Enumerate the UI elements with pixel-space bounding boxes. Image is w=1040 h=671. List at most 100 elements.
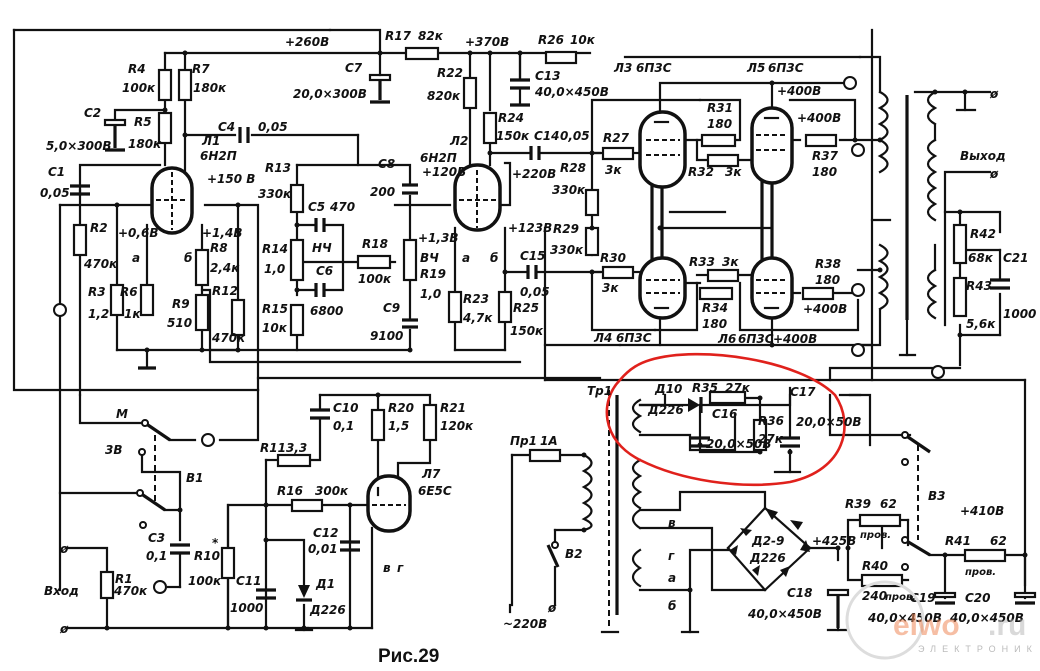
resistor-ref: R3 bbox=[88, 285, 106, 299]
resistor-ref: R19 bbox=[420, 267, 446, 281]
capacitor-c7 bbox=[368, 51, 392, 104]
resistor-value: 82к bbox=[418, 29, 444, 43]
diode-type: Д226 bbox=[647, 403, 684, 417]
tube-type: 6П3С bbox=[636, 61, 672, 75]
resistor-r37 bbox=[804, 133, 838, 148]
capacitor-c6 bbox=[314, 283, 326, 297]
diode-ref: Д2-9 bbox=[751, 534, 784, 548]
resistor-value: 100к bbox=[358, 272, 392, 286]
resistor-r14 bbox=[289, 238, 305, 282]
capacitor-value: 1000 bbox=[1003, 307, 1036, 321]
capacitor-ref: C15 bbox=[520, 249, 546, 263]
capacitor-c17 bbox=[780, 436, 800, 448]
capacitor-value: 0,1 bbox=[333, 419, 354, 433]
capacitor-value: 0,1 bbox=[146, 549, 167, 563]
resistor-ref: R17 bbox=[385, 29, 412, 43]
resistor-note: пров. bbox=[885, 592, 916, 603]
plug-connector bbox=[851, 343, 865, 357]
capacitor-ref: C14 bbox=[534, 129, 560, 143]
tube-ref: Л2 bbox=[449, 134, 468, 148]
switch-b1 bbox=[139, 491, 166, 512]
mains-label: ~220В bbox=[503, 617, 547, 631]
resistor-r21 bbox=[422, 403, 438, 442]
switch-label: В2 bbox=[565, 547, 583, 561]
capacitor-ref: C16 bbox=[712, 407, 738, 421]
capacitor-c21 bbox=[990, 278, 1010, 290]
resistor-value: 180к bbox=[193, 81, 227, 95]
resistor-ref: R2 bbox=[90, 221, 108, 235]
resistor-ref: R38 bbox=[815, 257, 841, 271]
resistor-r22 bbox=[462, 76, 478, 110]
rail-label-400: +400В bbox=[803, 302, 847, 316]
resistor-value: 120к bbox=[440, 419, 474, 433]
resistor-r16 bbox=[290, 498, 324, 513]
capacitor-value: 0,05 bbox=[520, 285, 550, 299]
tube-ref: Л7 bbox=[421, 467, 441, 481]
resistor-ref: R37 bbox=[812, 149, 839, 163]
tube-type: 6Н2П bbox=[420, 151, 457, 165]
resistor-value: 1,0 bbox=[420, 287, 441, 301]
plug-connector bbox=[851, 143, 865, 157]
resistor-ref: R13 bbox=[265, 161, 291, 175]
capacitor-c20 bbox=[1013, 591, 1037, 605]
capacitor-value: 6800 bbox=[310, 304, 343, 318]
resistor-r20 bbox=[370, 408, 386, 442]
resistor-note: пров. bbox=[860, 530, 891, 541]
resistor-r7 bbox=[177, 68, 193, 102]
capacitor-c3 bbox=[170, 543, 190, 555]
resistor-r11 bbox=[276, 453, 312, 468]
diode-d1 bbox=[298, 585, 310, 598]
terminal-output-bottom: ø bbox=[989, 167, 999, 181]
output-transformer bbox=[877, 90, 938, 357]
resistor-r38 bbox=[801, 286, 835, 301]
resistor-r29 bbox=[584, 226, 600, 257]
capacitor-c19 bbox=[933, 591, 957, 605]
resistor-r34 bbox=[698, 286, 734, 301]
fuse-body bbox=[528, 448, 562, 463]
resistor-value: 10к bbox=[262, 321, 288, 335]
resistor-ref: R21 bbox=[440, 401, 466, 415]
resistor-ref: R9 bbox=[172, 297, 190, 311]
capacitor-c10 bbox=[310, 408, 330, 420]
pin-label: г bbox=[397, 561, 404, 575]
capacitor-ref: C17 bbox=[790, 385, 816, 399]
capacitor-value: 20,0×50В bbox=[706, 437, 772, 451]
junction-dots bbox=[104, 50, 1028, 631]
capacitor-c11 bbox=[256, 588, 276, 600]
capacitor-value: 5,0×300В bbox=[46, 139, 112, 153]
watermark-tagline: ЭЛЕКТРОНИК bbox=[918, 644, 1038, 654]
resistor-ref: R12 bbox=[212, 284, 238, 298]
resistor-value: 330к bbox=[552, 183, 586, 197]
capacitor-ref: C20 bbox=[965, 591, 991, 605]
resistor-ref: R5 bbox=[134, 115, 152, 129]
capacitor-c2 bbox=[103, 118, 127, 152]
resistor-value: 150к bbox=[510, 324, 544, 338]
resistor-ref: R22 bbox=[437, 66, 463, 80]
resistor-value: 180 bbox=[707, 117, 732, 131]
resistor-value: 62 bbox=[880, 497, 897, 511]
resistor-value: 150к bbox=[496, 129, 530, 143]
tube-type: 6П3С bbox=[616, 331, 652, 345]
tube-type: 6П3С bbox=[768, 61, 804, 75]
resistor-value: 470к bbox=[211, 331, 246, 345]
resistor-value: 68к bbox=[968, 251, 994, 265]
capacitor-ref: C5 bbox=[308, 200, 325, 214]
resistor-ref: R27 bbox=[603, 131, 630, 145]
capacitor-ref: C6 bbox=[316, 264, 333, 278]
resistor-ref: R18 bbox=[362, 237, 388, 251]
resistor-value: 100к bbox=[188, 574, 222, 588]
resistor-value: 330к bbox=[550, 243, 584, 257]
resistor-ref: R25 bbox=[513, 301, 539, 315]
capacitor-value: 0,05 bbox=[560, 129, 590, 143]
rail-label-120: +120В bbox=[422, 165, 466, 179]
diode-ref: Д10 bbox=[654, 382, 682, 396]
tube-ref: Л5 bbox=[746, 61, 765, 75]
watermark-tld: .ru bbox=[988, 609, 1026, 642]
resistor-r1 bbox=[99, 570, 115, 600]
resistor-value: 180 bbox=[812, 165, 837, 179]
resistor-r17 bbox=[404, 46, 440, 61]
resistor-value: 100к bbox=[122, 81, 156, 95]
tone-control-label: НЧ bbox=[312, 241, 332, 255]
tube-l3 bbox=[638, 110, 687, 189]
tube-type: 6Е5С bbox=[418, 484, 452, 498]
